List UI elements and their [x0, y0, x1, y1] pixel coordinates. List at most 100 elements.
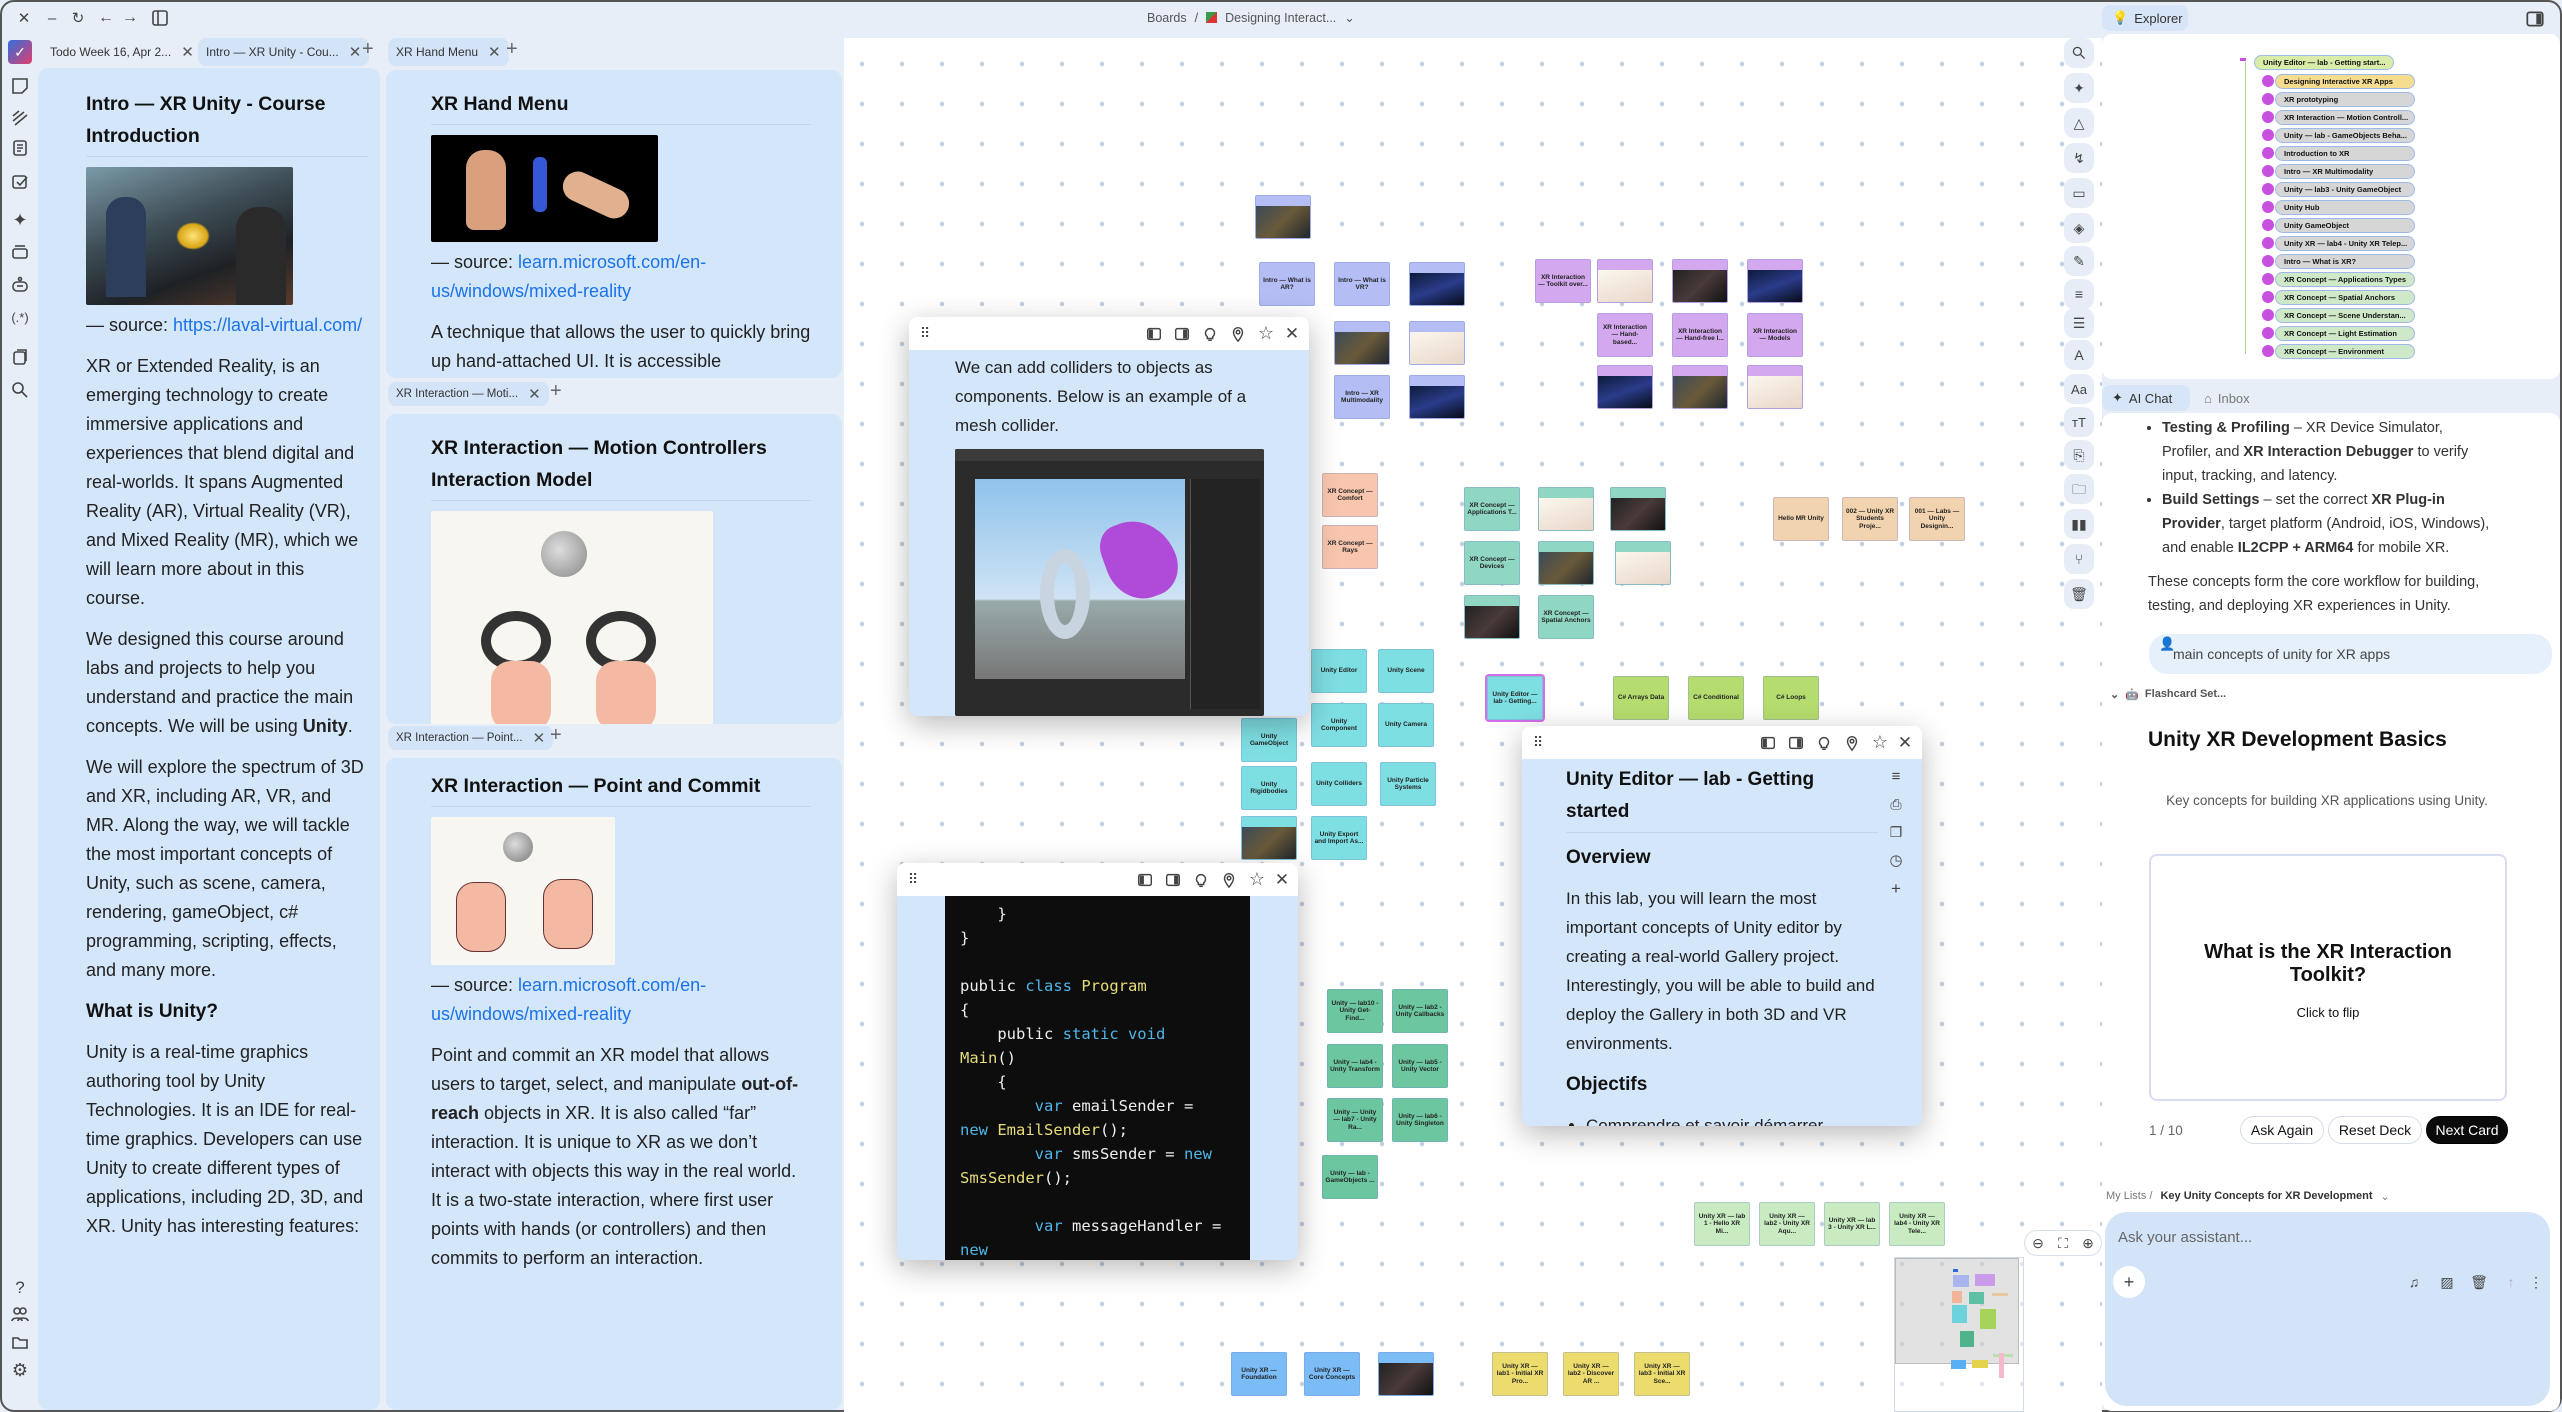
- note-card[interactable]: Unity Editor: [1311, 649, 1367, 693]
- search-icon[interactable]: [8, 378, 32, 402]
- draw-icon[interactable]: [8, 106, 32, 130]
- tree-node-bullet-icon[interactable]: [2262, 327, 2274, 339]
- dock-right-icon[interactable]: [1786, 733, 1806, 753]
- location-pin-icon[interactable]: [1228, 324, 1248, 344]
- fill-icon[interactable]: ◈: [2064, 213, 2094, 243]
- text-size-icon[interactable]: тT: [2064, 407, 2094, 437]
- checkbox-icon[interactable]: [8, 170, 32, 194]
- image-card[interactable]: [1538, 541, 1594, 585]
- document-icon[interactable]: [8, 136, 32, 160]
- collider-note-window[interactable]: ⠿ ☆ ✕ We can add colliders to objects as…: [909, 317, 1309, 716]
- pen-icon[interactable]: ✎: [2064, 246, 2094, 276]
- tree-node-bullet-icon[interactable]: [2262, 75, 2274, 87]
- tree-node-bullet-icon[interactable]: [2262, 273, 2274, 285]
- note-card[interactable]: Unity XR — lab2 - Discover AR ...: [1563, 1352, 1619, 1396]
- note-card[interactable]: XR Interaction — Hand-free I...: [1672, 313, 1728, 357]
- flashcard-header[interactable]: ⌄🤖Flashcard Set...: [2110, 688, 2227, 701]
- note-card[interactable]: Unity — lab6 - Unity Singleton: [1392, 1098, 1448, 1142]
- note-card[interactable]: XR Concept — Rays: [1322, 525, 1378, 569]
- dock-left-icon[interactable]: [1144, 324, 1164, 344]
- drag-handle-icon[interactable]: ⠿: [907, 871, 919, 887]
- note-card[interactable]: Unity Camera: [1378, 703, 1434, 747]
- note-card[interactable]: Intro — What is VR?: [1334, 262, 1390, 306]
- tree-item[interactable]: Unity XR — lab4 - Unity XR Telep...: [2275, 236, 2415, 251]
- history-icon[interactable]: ◷: [1889, 851, 1903, 869]
- note-card[interactable]: Intro — XR Multimodality: [1334, 375, 1390, 419]
- audio-icon[interactable]: ♫: [2408, 1274, 2420, 1290]
- note-card[interactable]: Unity Export and Import As...: [1311, 816, 1367, 860]
- note-card[interactable]: XR Concept — Spatial Anchors: [1538, 595, 1594, 639]
- flashcard[interactable]: What is the XR Interaction Toolkit? Clic…: [2149, 854, 2507, 1101]
- note-card[interactable]: C# Loops: [1763, 676, 1819, 720]
- tab-inbox[interactable]: ⌂Inbox: [2194, 385, 2260, 411]
- tree-item[interactable]: XR Concept — Spatial Anchors: [2275, 290, 2415, 305]
- send-icon[interactable]: ↑: [2507, 1274, 2515, 1290]
- note-card[interactable]: Unity Editor — lab - Getting...: [1485, 674, 1545, 722]
- columns-icon[interactable]: ▮▮: [2064, 509, 2094, 539]
- close-tab-icon[interactable]: ✕: [181, 44, 194, 61]
- collapse-icon[interactable]: [2240, 58, 2246, 61]
- tree-node-bullet-icon[interactable]: [2262, 111, 2274, 123]
- note-card[interactable]: Intro — What is AR?: [1259, 262, 1315, 306]
- stack-icon[interactable]: ▭: [2064, 178, 2094, 208]
- note-card[interactable]: Unity XR — lab4 - Unity XR Tele...: [1889, 1202, 1945, 1246]
- image-card[interactable]: [1672, 259, 1728, 303]
- image-card[interactable]: [1409, 375, 1465, 419]
- location-pin-icon[interactable]: [1842, 733, 1862, 753]
- tree-item[interactable]: Intro — What is XR?: [2275, 254, 2415, 269]
- close-tab-icon[interactable]: ✕: [528, 386, 541, 403]
- breadcrumb-boards[interactable]: Boards: [1147, 10, 1187, 25]
- note-card[interactable]: Unity XR — lab3 - Initial XR Sce...: [1634, 1352, 1690, 1396]
- trash-icon[interactable]: 🗑: [2064, 579, 2094, 609]
- image-card[interactable]: [1538, 487, 1594, 531]
- robot-icon[interactable]: [8, 273, 32, 297]
- tree-item[interactable]: XR prototyping: [2275, 92, 2415, 107]
- back-icon[interactable]: ←: [98, 9, 114, 26]
- new-tab-button[interactable]: +: [362, 38, 374, 60]
- app-logo-icon[interactable]: ✓: [8, 40, 32, 64]
- note-card[interactable]: XR Concept — Devices: [1464, 541, 1520, 585]
- note-card[interactable]: Unity XR — Foundation: [1231, 1352, 1287, 1396]
- window-header[interactable]: ⠿ ☆ ✕: [909, 317, 1309, 350]
- window-header[interactable]: ⠿ ☆ ✕: [897, 863, 1298, 896]
- help-icon[interactable]: ?: [15, 1277, 25, 1297]
- tree-item[interactable]: Introduction to XR: [2275, 146, 2415, 161]
- inbox-icon[interactable]: [8, 240, 32, 264]
- image-card[interactable]: [1334, 321, 1390, 365]
- code-note-window[interactable]: ⠿ ☆ ✕ }}public class Program{ public sta…: [897, 863, 1298, 1260]
- outline-icon[interactable]: ≡: [1891, 767, 1901, 785]
- star-icon[interactable]: ☆: [1871, 732, 1889, 752]
- tree-node-bullet-icon[interactable]: [2262, 237, 2274, 249]
- pages-icon[interactable]: [8, 345, 32, 369]
- source-link[interactable]: learn.microsoft.com/en-us/windows/mixed-…: [431, 975, 707, 1024]
- location-pin-icon[interactable]: [1219, 870, 1239, 890]
- tab-xr-hand-menu[interactable]: XR Hand Menu✕: [388, 38, 509, 66]
- reset-deck-button[interactable]: Reset Deck: [2328, 1116, 2422, 1144]
- note-card[interactable]: Unity — Unity — lab7 - Unity Ra...: [1327, 1098, 1383, 1142]
- tab-todo-week[interactable]: Todo Week 16, Apr 2...✕: [42, 38, 202, 66]
- image-card[interactable]: [1597, 365, 1653, 409]
- zoom-in-icon[interactable]: ⊕: [2082, 1234, 2094, 1251]
- copy-icon[interactable]: ❐: [1889, 824, 1903, 840]
- image-card[interactable]: [1409, 262, 1465, 306]
- minimap[interactable]: [1894, 1257, 2024, 1412]
- text-color-icon[interactable]: A: [2064, 340, 2094, 370]
- tree-item[interactable]: XR Interaction — Motion Controll...: [2275, 110, 2415, 125]
- note-card[interactable]: C# Arrays Data: [1613, 676, 1669, 720]
- tree-node-bullet-icon[interactable]: [2262, 129, 2274, 141]
- image-card[interactable]: [1747, 259, 1803, 303]
- close-tab-icon[interactable]: ✕: [532, 730, 546, 747]
- tab-ai-chat[interactable]: ✦AI Chat: [2102, 385, 2190, 411]
- search-icon[interactable]: [2064, 38, 2094, 68]
- tree-node-bullet-icon[interactable]: [2262, 165, 2274, 177]
- note-card[interactable]: Unity XR — lab 1 - Hello XR Mi...: [1694, 1202, 1750, 1246]
- window-header[interactable]: ⠿ ☆ ✕: [1522, 726, 1922, 759]
- font-icon[interactable]: Aa: [2064, 374, 2094, 404]
- connector-icon[interactable]: ↯: [2064, 143, 2094, 173]
- lightbulb-icon[interactable]: [1814, 733, 1834, 753]
- chevron-down-icon[interactable]: ⌄: [1344, 11, 1355, 25]
- tree-node-bullet-icon[interactable]: [2262, 291, 2274, 303]
- tab-explorer[interactable]: 💡Explorer: [2102, 5, 2188, 31]
- dock-left-icon[interactable]: [1135, 870, 1155, 890]
- more-icon[interactable]: ⋮: [2529, 1274, 2543, 1290]
